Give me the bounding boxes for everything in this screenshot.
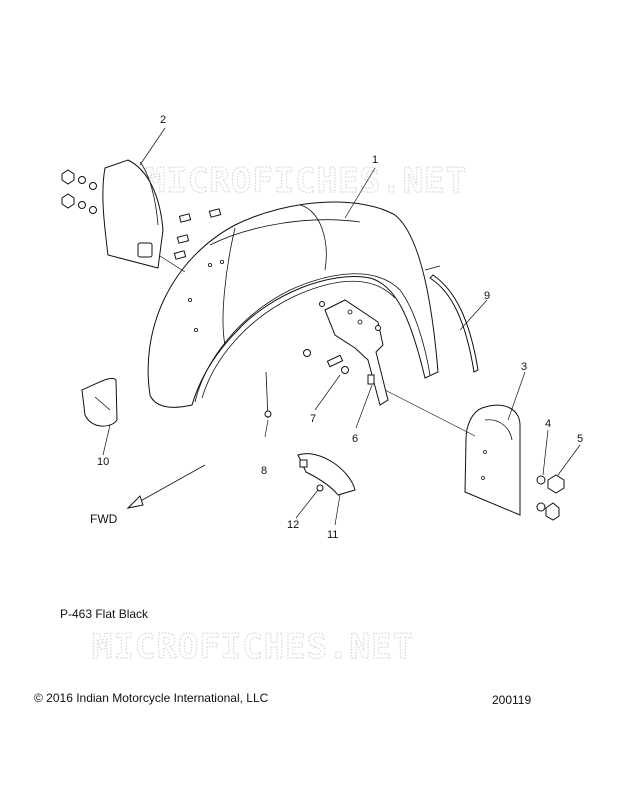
rod-8 — [264, 371, 272, 419]
callout-8: 8 — [261, 465, 267, 477]
fender-tip-2 — [89, 159, 164, 269]
callout-3: 3 — [521, 361, 527, 373]
callout-5: 5 — [577, 433, 583, 445]
callout-7: 7 — [310, 413, 316, 425]
reflector-10 — [81, 377, 118, 427]
copyright: © 2016 Indian Motorcycle International, … — [34, 691, 269, 705]
diagram-number: 200119 — [492, 693, 532, 707]
bolt-set — [173, 208, 381, 385]
callout-11: 11 — [327, 529, 338, 541]
nuts-left — [61, 169, 86, 209]
watermark-bottom: MICROFICHES.NET — [92, 627, 414, 667]
nuts-right — [536, 474, 565, 521]
callout-9: 9 — [484, 290, 490, 302]
inner-bracket — [324, 299, 389, 406]
bracket-11 — [297, 453, 356, 496]
fwd-arrow — [126, 464, 206, 509]
fwd-label: FWD — [90, 512, 118, 526]
callout-4: 4 — [545, 418, 551, 430]
callout-10: 10 — [97, 456, 109, 468]
callout-1: 1 — [372, 154, 378, 166]
fender-main — [147, 201, 439, 408]
paint-code: P-463 Flat Black — [60, 607, 149, 621]
trim-strip-9 — [424, 265, 479, 373]
callout-6: 6 — [352, 433, 358, 445]
fender-tip-3 — [464, 404, 521, 516]
leader-lines — [102, 127, 581, 526]
callout-12: 12 — [287, 519, 299, 531]
watermark-top: MICROFICHES.NET — [145, 161, 467, 201]
callout-2: 2 — [160, 114, 166, 126]
